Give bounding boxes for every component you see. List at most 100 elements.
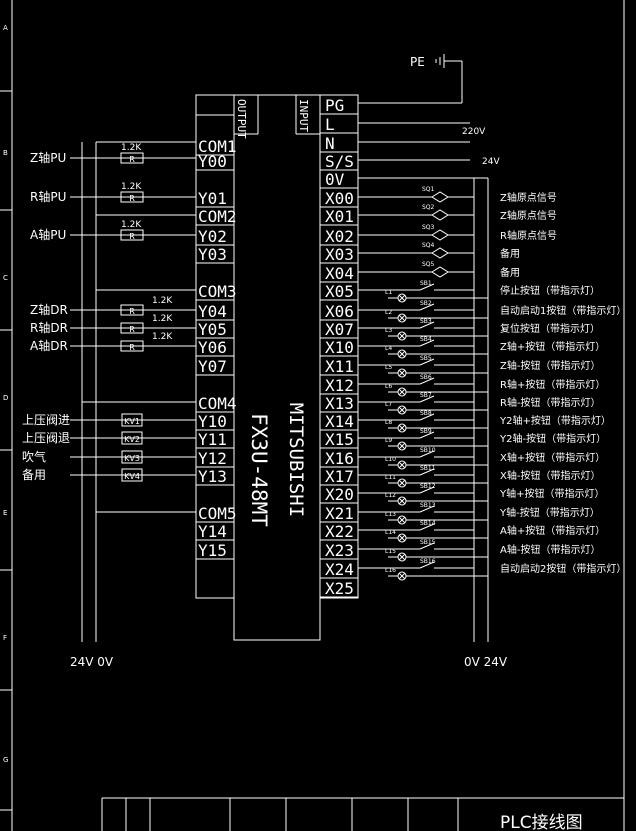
input-description: A轴+按钮（带指示灯） bbox=[500, 524, 605, 537]
input-terminal-label: X15 bbox=[325, 430, 354, 449]
border-zone-letter: E bbox=[3, 509, 7, 517]
input-terminal-label: X14 bbox=[325, 412, 354, 431]
indicator-lamp-label: L15 bbox=[385, 548, 396, 555]
output-terminal-label: Y10 bbox=[198, 412, 227, 431]
output-terminal-label: Y01 bbox=[198, 189, 227, 208]
plc-output-label: OUTPUT bbox=[235, 99, 248, 139]
output-terminal-label: Y11 bbox=[198, 430, 227, 449]
sensor-label: SQ3 bbox=[422, 224, 435, 231]
resistor-symbol: R bbox=[129, 232, 135, 241]
input-terminal-label: X02 bbox=[325, 227, 354, 246]
input-description: Y轴-按钮（带指示灯） bbox=[499, 506, 600, 519]
pushbutton-contact bbox=[419, 523, 435, 531]
resistor-symbol: R bbox=[129, 194, 135, 203]
pulse-signal-label: R轴PU bbox=[30, 189, 66, 204]
input-description: 自动启动2按钮（带指示灯） bbox=[500, 562, 626, 575]
relay-function-label: 吹气 bbox=[22, 449, 46, 464]
resistor-symbol: R bbox=[129, 343, 135, 352]
power-24v-label: 24V bbox=[482, 157, 500, 167]
input-description: Z轴原点信号 bbox=[500, 209, 557, 222]
direction-signal-label: A轴DR bbox=[30, 338, 68, 353]
resistor-value: 1.2K bbox=[152, 314, 173, 324]
output-terminal-label: COM1 bbox=[198, 137, 237, 156]
button-label: SB16 bbox=[420, 558, 436, 565]
indicator-lamp-label: L5 bbox=[385, 364, 392, 371]
resistor bbox=[120, 152, 144, 164]
relay-coil bbox=[121, 468, 143, 482]
resistor-symbol: R bbox=[129, 325, 135, 334]
pushbutton-contact bbox=[419, 303, 435, 311]
relay-coil-label: KV2 bbox=[124, 435, 140, 444]
input-description: Y2轴+按钮（带指示灯） bbox=[499, 414, 611, 427]
input-description: R轴原点信号 bbox=[500, 229, 557, 242]
indicator-lamp-cross bbox=[398, 350, 406, 358]
border-zone-letter: C bbox=[3, 274, 8, 282]
indicator-lamp-cross bbox=[398, 479, 406, 487]
indicator-lamp-cross bbox=[398, 442, 406, 450]
pushbutton-contact bbox=[419, 283, 435, 291]
pushbutton-contact bbox=[419, 431, 435, 439]
indicator-lamp-cross bbox=[398, 406, 406, 414]
indicator-lamp-cross bbox=[398, 332, 406, 340]
input-terminal-label: X00 bbox=[325, 189, 354, 208]
indicator-lamp-cross bbox=[398, 461, 406, 469]
indicator-lamp-cross bbox=[398, 294, 406, 302]
indicator-lamp-label: L9 bbox=[385, 437, 392, 444]
pe-label: PE bbox=[410, 55, 425, 69]
relay-coil-label: KV4 bbox=[124, 472, 140, 481]
button-label: SB4 bbox=[420, 336, 432, 343]
output-terminal-label: COM4 bbox=[198, 394, 237, 413]
indicator-lamp-label: L16 bbox=[385, 567, 396, 574]
input-bus-labels: 0V 24V bbox=[464, 655, 508, 669]
button-label: SB6 bbox=[420, 374, 432, 381]
border-zone-letter: B bbox=[3, 149, 8, 157]
indicator-lamp-label: L12 bbox=[385, 492, 396, 499]
input-terminal-label: X22 bbox=[325, 522, 354, 541]
input-description: Y轴+按钮（带指示灯） bbox=[499, 487, 605, 500]
input-terminal-label: X11 bbox=[325, 357, 354, 376]
direction-signal-label: Z轴DR bbox=[30, 302, 68, 317]
resistor-symbol: R bbox=[129, 307, 135, 316]
output-terminal-label: Y15 bbox=[198, 541, 227, 560]
power-220v-label: 220V bbox=[462, 127, 486, 137]
border-zone-letter: D bbox=[3, 394, 8, 402]
indicator-lamp-label: L4 bbox=[385, 345, 392, 352]
indicator-lamp-label: L6 bbox=[385, 383, 392, 390]
sensor-label: SQ1 bbox=[422, 186, 435, 193]
input-description: Z轴+按钮（带指示灯） bbox=[500, 340, 605, 353]
pushbutton-contact bbox=[419, 395, 435, 403]
resistor bbox=[120, 191, 144, 203]
output-terminal-label: Y14 bbox=[198, 522, 227, 541]
input-terminal-label: X01 bbox=[325, 207, 354, 226]
resistor-symbol: R bbox=[129, 155, 135, 164]
button-label: SB11 bbox=[420, 465, 436, 472]
input-description: 复位按钮（带指示灯） bbox=[500, 322, 600, 335]
pushbutton-contact bbox=[419, 358, 435, 366]
indicator-lamp-cross bbox=[398, 553, 406, 561]
input-description: X轴-按钮（带指示灯） bbox=[500, 469, 600, 482]
input-description: Z轴-按钮（带指示灯） bbox=[500, 359, 600, 372]
sensor-label: SQ4 bbox=[422, 242, 435, 249]
resistor-value: 1.2K bbox=[121, 182, 142, 192]
indicator-lamp-cross bbox=[398, 369, 406, 377]
input-terminal-label: X06 bbox=[325, 302, 354, 321]
input-terminal-label: X04 bbox=[325, 264, 354, 283]
indicator-lamp-cross bbox=[398, 314, 406, 322]
button-label: SB7 bbox=[420, 392, 432, 399]
input-terminal-label: X10 bbox=[325, 338, 354, 357]
sensor-label: SQ5 bbox=[422, 261, 435, 268]
resistor-value: 1.2K bbox=[152, 332, 173, 342]
input-terminal-label: PG bbox=[325, 96, 344, 115]
button-label: SB1 bbox=[420, 280, 432, 287]
indicator-lamp-cross bbox=[398, 497, 406, 505]
pushbutton-contact bbox=[419, 542, 435, 550]
resistor bbox=[120, 322, 144, 334]
indicator-lamp-cross bbox=[398, 534, 406, 542]
input-description: Y2轴-按钮（带指示灯） bbox=[499, 432, 606, 445]
output-terminal-label: Y12 bbox=[198, 449, 227, 468]
input-terminal-label: X12 bbox=[325, 376, 354, 395]
indicator-lamp-label: L2 bbox=[385, 309, 392, 316]
button-label: SB2 bbox=[420, 300, 432, 307]
input-terminal-label: X16 bbox=[325, 449, 354, 468]
